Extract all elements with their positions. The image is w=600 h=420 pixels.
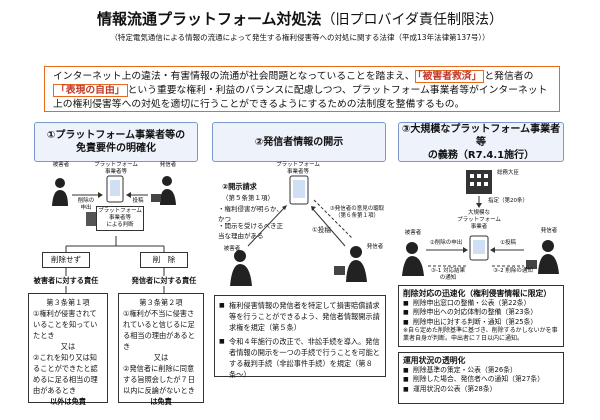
transparency-item-1: 削除基準の策定・公表（第26条） [403,366,559,376]
result-notice-label: ③-1 対応結果 の通知 [430,268,466,281]
speed-panel: 削除対応の迅速化（権利侵害情報に限定） 削除申出窓口の整備・公表（第22条） 削… [398,285,564,347]
article3-2-or: 又は [153,353,169,362]
speed-item-2: 削除申出への対応体制の整備（第23条） [403,308,559,318]
hearing-arrow [313,199,353,239]
col2-header: ②発信者情報の開示 [212,122,386,162]
sender-hearing-label: ③発信者の意見の聴取 （第６条第１項） [329,206,385,219]
minister-label: 総務大臣 [496,170,519,176]
title-paren: （旧プロバイダ責任制限法） [321,12,503,28]
smartphone-icon [106,175,124,203]
page-title: 情報流通プラットフォーム対処法（旧プロバイダ責任制限法） [0,8,600,29]
col1-pf-label: プラットフォーム 事業者等 [94,162,138,175]
intro-box: インターネット上の違法・有害情報の流通が社会問題となっていることを踏まえ、「被害… [44,66,560,112]
designation-label: 指定（第20条） [488,198,528,204]
intro-highlight-free-expression: 「表現の自由」 [53,84,128,97]
intro-text-1: インターネット上の違法・有害情報の流通が社会問題となっていることを踏まえ、 [53,71,415,82]
article3-1-cond2: ②これを知り又は知ることができたと認めるに足る相当の理由があるとき [33,353,98,395]
col1-header: ①プラットフォーム事業者等の 免責要件の明確化 [34,122,198,162]
col1-victim-label: 被害者 [52,162,70,168]
article3-1-title: 第３条第１項 [46,298,90,307]
article3-2-result: は免責 [150,397,172,406]
col3-header: ③大規模なプラットフォーム事業者等 の義務（R7.4.1施行） [398,122,564,162]
speed-title: 削除対応の迅速化（権利侵害情報に限定） [403,289,552,298]
victim-responsibility-label: 被害者に対する責任 [33,276,99,285]
transparency-item-2: 削除した場合、発信者への通知（第27条） [403,375,559,385]
col2-victim-label: 被害者 [223,246,241,252]
col3-victim-figure-icon [402,242,424,276]
article3-2-cond1: ①権利が不当に侵害されていると信じるに足る相当の理由があるとき [123,309,195,351]
no-delete-box: 削除せず [42,252,90,268]
col2-smartphone-icon [289,175,309,205]
col2-bullet-2: 令和４年施行の改正で、非訟手続を導入。発信者情報の開示を一つの手続で行うことを可… [219,336,381,380]
col3-header-line2: の義務（R7.4.1施行） [427,149,535,161]
speed-item-3: 削除申出に対する判断・通知（第25条） [403,318,559,328]
pf-building-icon [86,212,96,226]
col1-sender-label: 発信者 [159,162,177,168]
disclosure-request-arrow [247,205,287,247]
intro-text-3: という重要な権利・利益のバランスに配慮しつつ、プラットフォーム事業者等がインター… [53,85,548,110]
col1-header-line2: 免責要件の明確化 [76,143,156,154]
disclosure-condition-1: ・権利侵害が明らか、かつ [218,205,283,223]
speed-item-1: 削除申出窓口の整備・公表（第22条） [403,299,559,309]
col3-sender-label: 発信者 [540,228,558,234]
col3-smartphone-icon [469,235,489,261]
col3-request-label: ②削除の申出 [429,240,463,246]
col2-sender-figure-icon [334,246,367,282]
article3-1-or: 又は [60,342,76,351]
transparency-item-3: 運用状況の公表（第28条） [403,385,559,395]
result-connectors [65,268,165,276]
split-lines [65,236,165,252]
sender-figure-icon [151,176,176,205]
col3-victim-label: 被害者 [404,230,422,236]
col2-victim-figure-icon [230,250,252,286]
sender-responsibility-label: 発信者に対する責任 [131,276,197,285]
col1-post-label: 投稿 [132,198,144,204]
col3-header-line1: ③大規模なプラットフォーム事業者等 [401,123,561,148]
col2-post-arrow [311,207,346,247]
col1-pf-judgement-box: プラットフォーム 事業者等 による判断 [96,206,144,231]
post-arrowhead [126,192,131,198]
disclosure-request-title: ②開示請求 [222,182,257,191]
article3-1-panel: 第３条第１項 ①権利が侵害されていることを知っていたとき 又は ②これを知り又は… [28,293,108,406]
transparency-title: 運用状況の透明化 [403,356,466,365]
col1-request-label: 削除の 申出 [77,198,95,211]
delete-box: 削 除 [140,252,188,268]
col1-header-line1: ①プラットフォーム事業者等の [46,130,186,141]
panel-connectors [65,286,165,293]
col2-post-label: ①投稿 [312,226,331,234]
page-subtitle: （特定電気通信による情報の流通によって発生する権利侵害等への対処に関する法律（平… [110,33,490,42]
col2-sender-label: 発信者 [366,244,384,250]
col3-post-label: ①投稿 [500,240,516,246]
ministry-building-icon [466,170,492,194]
article3-2-panel: 第３条第２項 ①権利が不当に侵害されていると信じるに足る相当の理由があるとき 又… [118,293,204,406]
speed-note: ※自ら定めた削除基準に基づき、削除するかしないかを事業者自身が判断。申出者に７日… [403,327,558,342]
article3-1-result: 以外は免責 [50,397,86,406]
col2-pf-label: プラットフォーム 事業者等 [276,162,320,175]
col3-sender-figure-icon [526,240,559,274]
col2-bullet-1: 権利侵害情報の発信者を特定して損害賠償請求等を行うことができるよう、発信者情報開… [219,300,381,333]
col2-info-panel: 権利侵害情報の発信者を特定して損害賠償請求等を行うことができるよう、発信者情報開… [214,295,386,380]
article3-2-title: 第３条第２項 [139,298,183,307]
deletion-notice-label: ③-2 削除の通知 [493,268,533,274]
large-pf-label: 大規模な プラットフォーム 事業者 [457,210,501,230]
intro-highlight-victim-relief: 「被害者救済」 [414,70,485,83]
request-arrowhead [98,192,103,198]
article3-1-cond1: ①権利が侵害されていることを知っていたとき [33,309,98,340]
victim-figure-icon [52,178,68,206]
disclosure-request-article: （第５条第１項） [222,194,274,202]
intro-text-2: と発信者の [484,71,534,82]
article3-2-cond2: ②発信者に削除に同意する旨照会したが７日以内に反論がないとき [123,364,195,395]
col2-header-text: ②発信者情報の開示 [254,136,344,148]
transparency-panel: 運用状況の透明化 削除基準の策定・公表（第26条） 削除した場合、発信者への通知… [398,352,564,404]
disclosure-condition-2: ・開示を受けるべき正当な理由がある [218,222,283,240]
title-main: 情報流通プラットフォーム対処法 [96,10,322,28]
